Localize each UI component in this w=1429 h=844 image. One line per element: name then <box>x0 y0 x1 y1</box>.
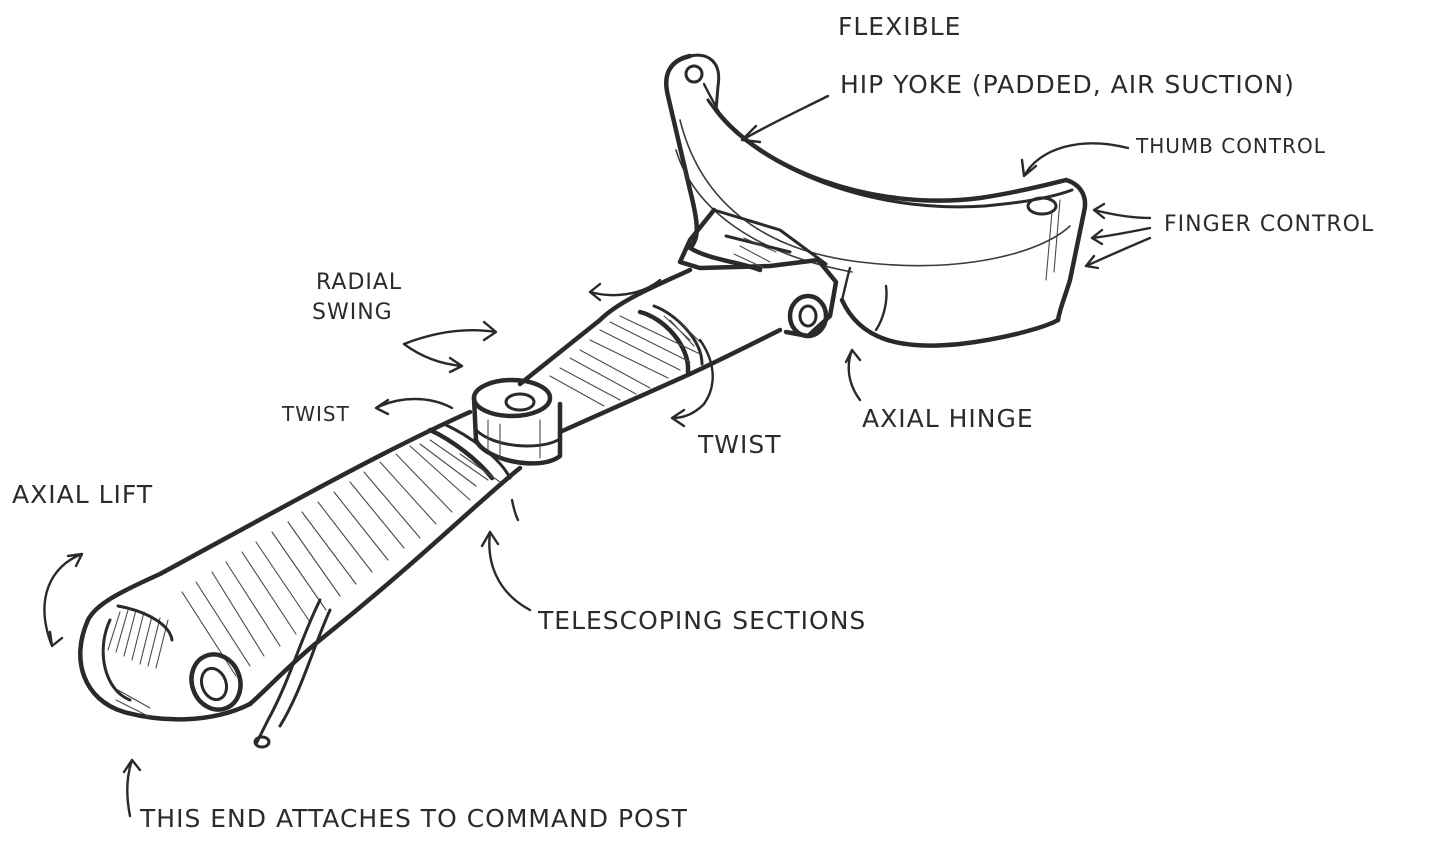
label-axial-lift: AXIAL LIFT <box>12 480 153 509</box>
telescoping-arrow-small <box>512 500 518 520</box>
axial-hinge-arrow-1 <box>846 350 860 400</box>
flexible-arrow <box>704 84 722 118</box>
hip-yoke-arrow <box>742 96 828 142</box>
label-thumb-control: THUMB CONTROL <box>1136 134 1326 158</box>
telescoping-arrow <box>482 532 530 610</box>
label-twist-left: TWIST <box>282 402 350 426</box>
label-finger-control: FINGER CONTROL <box>1164 212 1374 237</box>
label-attach-note: THIS END ATTACHES TO COMMAND POST <box>140 804 688 833</box>
axial-hinge-arrow-3 <box>876 286 887 330</box>
label-hip-yoke: HIP YOKE (PADDED, AIR SUCTION) <box>840 70 1295 99</box>
thumb-control-arrow <box>1022 143 1128 176</box>
radial-swing-arrow-lower <box>404 344 462 372</box>
label-flexible: FLEXIBLE <box>838 12 961 41</box>
radial-swing-arrow-upper <box>404 322 496 344</box>
finger-control-arrow-3 <box>1086 238 1150 268</box>
finger-control-arrow-1 <box>1094 204 1150 218</box>
twist-left-arrow <box>376 399 452 414</box>
upper-twist-arrow-2 <box>672 340 713 426</box>
label-telescoping-sections: TELESCOPING SECTIONS <box>538 606 866 635</box>
label-radial-swing-line1: RADIAL <box>316 270 402 295</box>
lower-arm <box>80 412 520 719</box>
command-post-arrow <box>124 760 140 816</box>
label-axial-hinge: AXIAL HINGE <box>862 404 1034 433</box>
label-radial-swing-line2: SWING <box>312 300 393 325</box>
label-twist-right: TWIST <box>698 430 782 459</box>
axial-hinge-arrow-2 <box>842 268 850 300</box>
axial-lift-arrow <box>44 554 82 646</box>
cable <box>255 600 330 747</box>
